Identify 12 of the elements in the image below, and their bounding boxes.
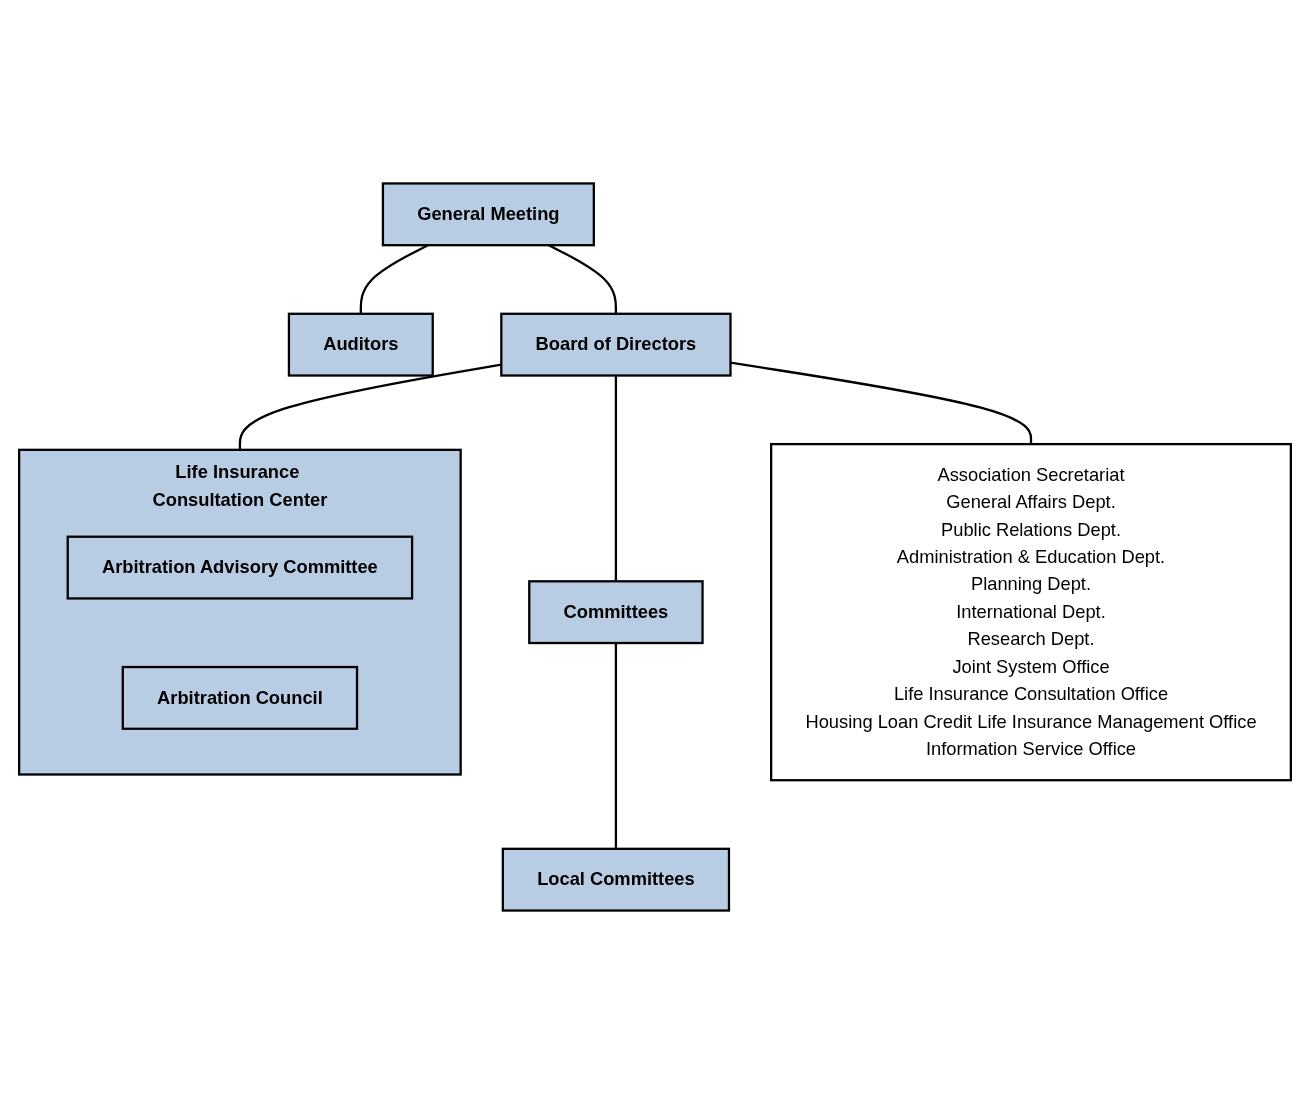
node-box: Local Committees (501, 847, 731, 912)
node-box: Arbitration Council (121, 665, 359, 730)
node-box: Association Secretariat General Affairs Dept. Public Relations Dept. Administration & Education Dept. Planning Dept. International Dept. Research Dept. Joint System Office Life Insurance Consultation Office Housing Loan Credit Life Insurance Management Office Information Service Office (770, 442, 1292, 782)
node-box: Arbitration Advisory Committee (66, 535, 414, 600)
connector (614, 643, 618, 849)
connector (238, 363, 502, 450)
node-box: Committees (528, 580, 704, 645)
node-box: Auditors (287, 312, 434, 377)
connector (730, 361, 1033, 445)
connector (614, 375, 618, 582)
node-box: General Meeting (381, 182, 595, 247)
node-box: Board of Directors (500, 312, 732, 377)
